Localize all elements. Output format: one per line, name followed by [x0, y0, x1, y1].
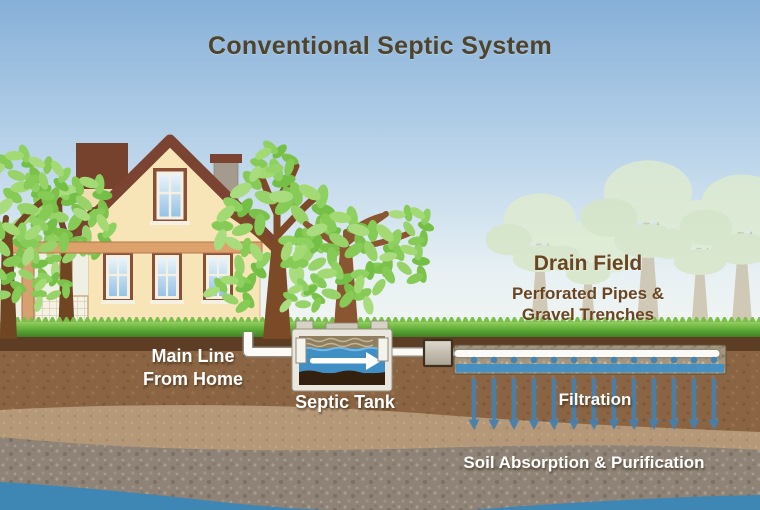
tank-outlet-baffle — [377, 337, 389, 362]
main-line-label: Main Line From Home — [118, 345, 268, 391]
gravel-layer — [0, 437, 760, 510]
septic-tank — [291, 320, 393, 392]
main-line-label-line2: From Home — [142, 369, 243, 389]
sand-layer — [0, 405, 760, 453]
roof — [50, 134, 290, 259]
drain-field-label: Drain Field — [533, 252, 643, 275]
chimney-cap — [210, 154, 242, 163]
drain-field-trench — [453, 344, 727, 375]
drain-field-sublabel-line1: Perforated Pipes & — [511, 284, 665, 303]
septic-system — [242, 320, 727, 430]
drain-field-sublabel: Perforated Pipes & Gravel Trenches — [458, 283, 718, 325]
trench-water — [456, 364, 724, 373]
flow-arrow-icon — [310, 352, 381, 370]
septic-tank-label: Septic Tank — [295, 392, 395, 412]
tree-right-of-house — [191, 129, 356, 339]
tank-sludge-layer — [299, 370, 385, 385]
first-floor-windows — [101, 252, 235, 304]
filtration-label: Filtration — [558, 390, 632, 409]
groundwater-left — [0, 482, 335, 510]
house — [0, 134, 290, 339]
soil-absorption-label: Soil Absorption & Purification — [463, 453, 705, 472]
tank-inlet-baffle — [295, 337, 307, 364]
attic-window — [150, 168, 190, 225]
tree-far-right-green — [269, 187, 449, 339]
tree-left-edge — [0, 137, 84, 339]
distribution-box — [422, 338, 454, 368]
main-line-label-line1: Main Line — [151, 346, 235, 366]
diagram-title: Conventional Septic System — [208, 32, 552, 60]
groundwater-right — [470, 495, 760, 510]
drain-field-sublabel-line2: Gravel Trenches — [521, 305, 655, 324]
